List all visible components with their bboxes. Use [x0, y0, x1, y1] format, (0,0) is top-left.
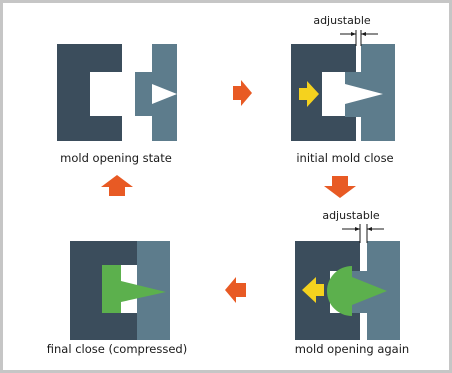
fixed-mold-half [291, 44, 356, 141]
core-wedge [345, 84, 383, 104]
fixed-mold-half [57, 44, 122, 141]
flow-arrow-left [225, 277, 246, 303]
caption-initial-mold-close: initial mold close [296, 151, 393, 165]
gap-dimension [342, 224, 384, 243]
dimension-label-adjustable: adjustable [313, 14, 371, 27]
compressed-part [102, 265, 166, 313]
panel-mold-opening-again: adjustable mold opening again [295, 209, 409, 356]
core-wedge [152, 84, 177, 104]
gap-dimension [340, 30, 378, 46]
press-arrow [302, 277, 324, 303]
caption-mold-opening-state: mold opening state [60, 151, 172, 165]
dimension-label-adjustable: adjustable [322, 209, 380, 222]
fixed-mold-half [70, 241, 137, 340]
panel-mold-opening-state: mold opening state [57, 44, 177, 165]
flow-arrow-right [233, 80, 252, 106]
press-arrow [299, 81, 319, 107]
panel-final-close: final close (compressed) [47, 241, 187, 356]
caption-mold-opening-again: mold opening again [295, 342, 409, 356]
panel-initial-mold-close: adjustable initial mold close [291, 14, 395, 165]
flow-arrow-down [324, 176, 356, 198]
flow-arrow-up [101, 175, 133, 196]
melt-charge [327, 266, 387, 316]
caption-final-close: final close (compressed) [47, 342, 187, 356]
